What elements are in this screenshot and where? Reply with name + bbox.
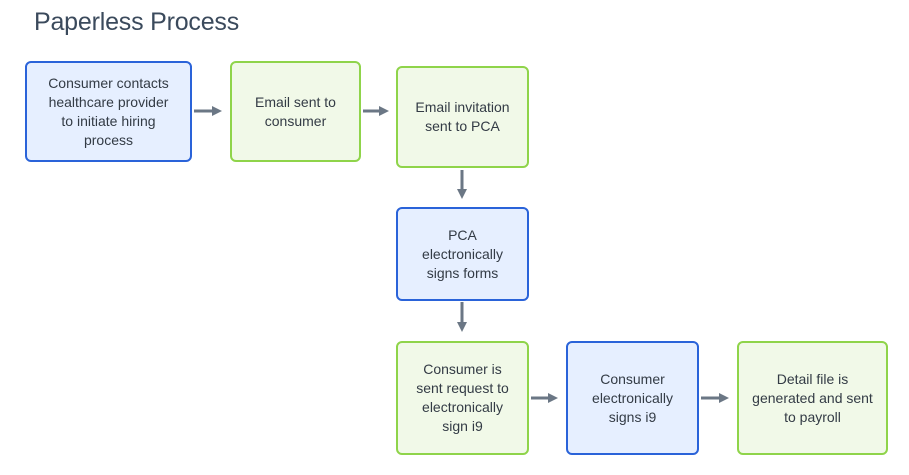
- page-title: Paperless Process: [34, 8, 240, 36]
- step-email-invitation-to-pca: Email invitation sent to PCA: [396, 66, 529, 168]
- step-email-sent-to-consumer: Email sent to consumer: [230, 61, 361, 162]
- step-consumer-contacts-provider: Consumer contacts healthcare provider to…: [25, 61, 192, 162]
- step-consumer-signs-i9: Consumer electronically signs i9: [566, 341, 699, 455]
- step-pca-signs-forms: PCA electronically signs forms: [396, 207, 529, 301]
- step-consumer-sent-i9-request: Consumer is sent request to electronical…: [396, 341, 529, 455]
- step-detail-file-to-payroll: Detail file is generated and sent to pay…: [737, 341, 888, 455]
